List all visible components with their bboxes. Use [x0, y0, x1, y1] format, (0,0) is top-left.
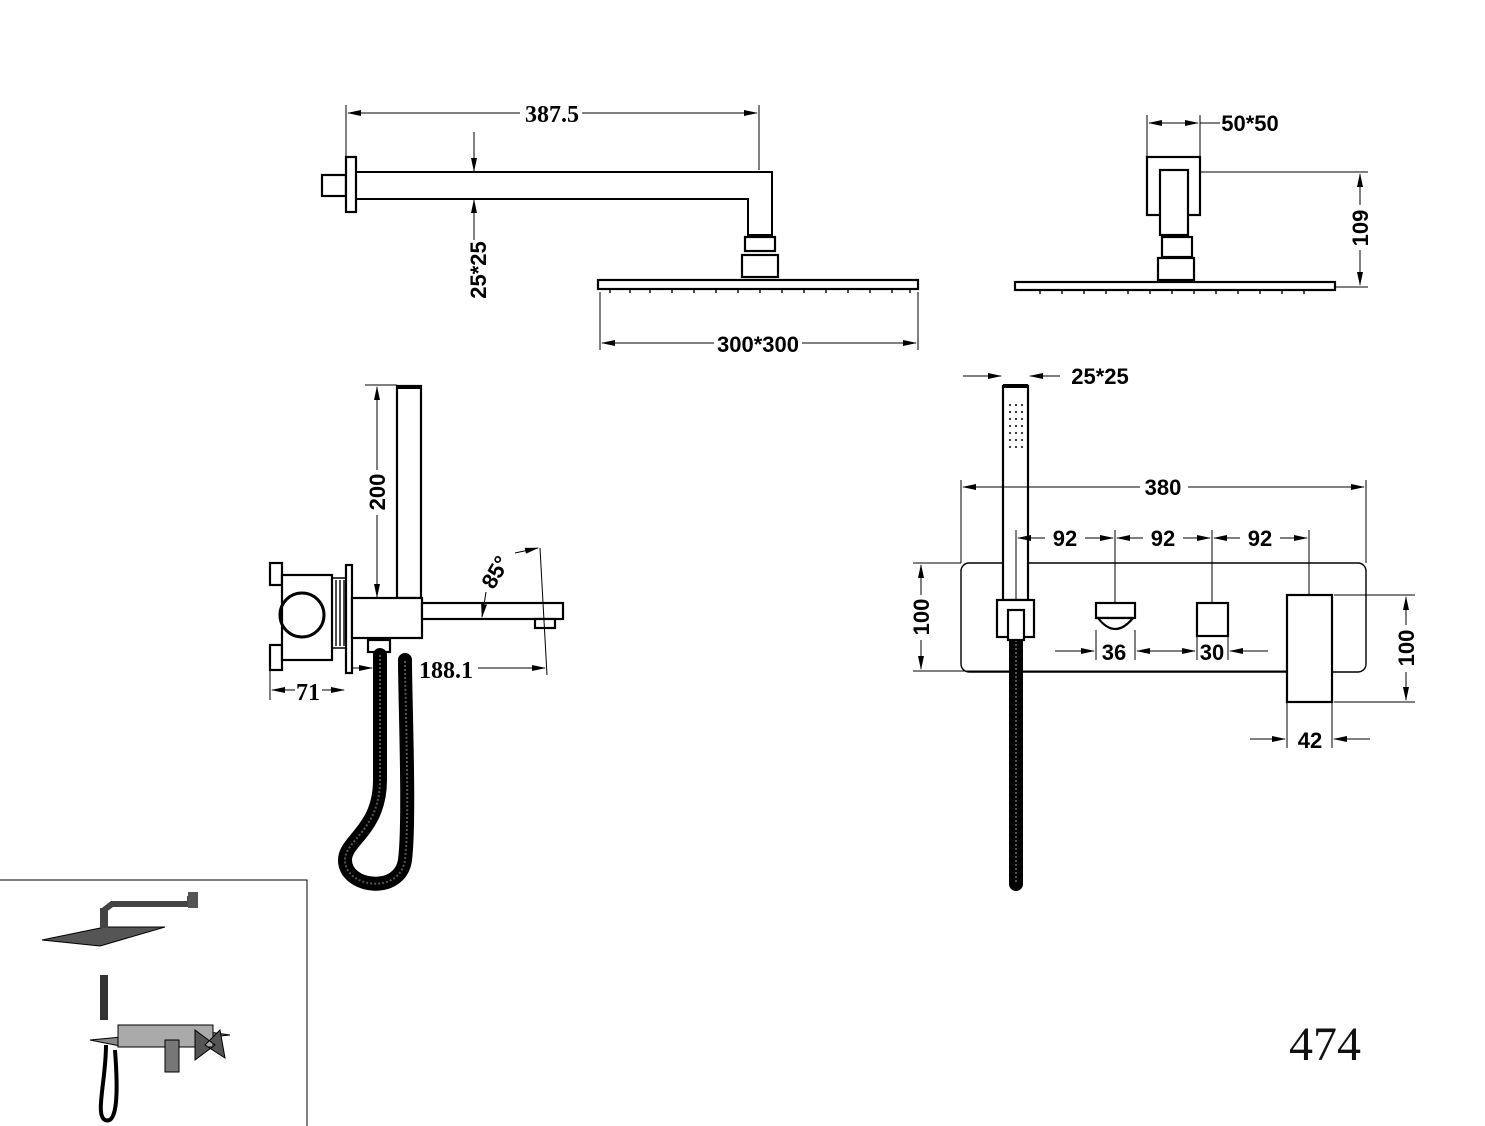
lever-height-label: 100	[1394, 630, 1419, 667]
shower-arm-side-view: 387.5 25*25 300*300	[320, 102, 920, 357]
control-knob	[1195, 601, 1230, 638]
plate-width-label: 380	[1145, 475, 1182, 500]
plate-height-label: 100	[909, 599, 934, 636]
lever-width-label: 42	[1298, 728, 1322, 753]
spacing-label-3: 92	[1248, 526, 1272, 551]
knob-1-width-label: 36	[1102, 640, 1126, 665]
spacing-label-1: 92	[1053, 526, 1077, 551]
arm-length-label: 387.5	[525, 102, 579, 128]
arm-section-label-front: 50*50	[1221, 111, 1279, 136]
mixer-front-view: 25*25 380 92 92 92 100 36 30	[909, 364, 1419, 891]
product-preview-inset	[0, 879, 308, 1126]
shower-arm-front-view: 50*50 109	[1013, 111, 1373, 294]
arm-section-label: 25*25	[466, 241, 491, 299]
knob-2-width-label: 30	[1200, 640, 1224, 665]
mixer-side-view: 200 85° 188.1 71	[268, 384, 565, 891]
height-label: 109	[1348, 210, 1373, 247]
spacing-label-2: 92	[1151, 526, 1175, 551]
handshower-section-label: 25*25	[1071, 364, 1129, 389]
spout-angle-label: 85°	[476, 552, 514, 593]
mixer-lever	[1285, 593, 1334, 704]
handshower-length-label: 200	[365, 474, 390, 511]
spout-projection-label: 188.1	[419, 658, 473, 684]
head-size-label: 300*300	[717, 332, 799, 357]
box-depth-label: 71	[296, 680, 320, 706]
diverter-knob	[1094, 601, 1137, 631]
model-number: 474	[1289, 1018, 1361, 1071]
